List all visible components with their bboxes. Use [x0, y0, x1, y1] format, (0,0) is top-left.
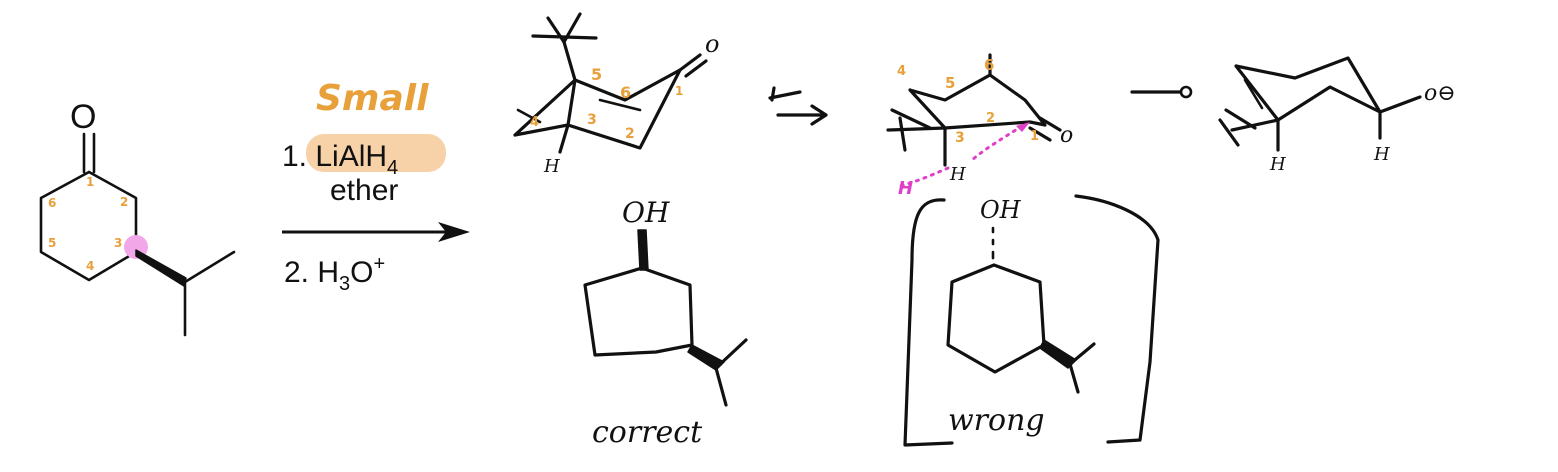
- correct-caption: correct: [592, 415, 703, 450]
- wrong-ring: [946, 263, 1046, 374]
- chair2-num-4: 4: [897, 64, 906, 79]
- reagent-step2: 2. H3O+: [284, 253, 385, 295]
- wrong-caption: wrong: [948, 403, 1045, 438]
- note-small: Small: [316, 78, 429, 119]
- pink-dashed-attack: [968, 124, 1024, 164]
- chair2-num-1: 1: [1030, 129, 1039, 144]
- chair1-num-2: 2: [625, 126, 635, 142]
- reactant-ring: [39, 170, 138, 282]
- alkoxide-hydrogen-left: H: [1269, 154, 1286, 175]
- alkoxide-hydrogen-right: H: [1373, 144, 1390, 165]
- correct-ring: [583, 266, 694, 357]
- chair2-num-2: 2: [986, 111, 995, 126]
- chair1-num-6: 6: [620, 83, 631, 102]
- reagent-step1: 1. LiAlH4: [282, 140, 398, 179]
- chair2-num-3: 3: [955, 130, 965, 146]
- correct-oh: OH: [622, 196, 670, 229]
- chair1-oxygen: o: [705, 30, 719, 58]
- wrong-oh: OH: [980, 196, 1022, 224]
- wrong-wedge-bond: [1039, 339, 1077, 369]
- reaction-conditions: Small 1. LiAlH4 ether 2. H3O+: [282, 78, 470, 295]
- chair2-num-5: 5: [945, 74, 955, 92]
- reactant-carbonyl-oxygen: O: [70, 98, 96, 136]
- alkoxide-oxygen: o⊖: [1424, 81, 1456, 106]
- chair2-oxygen: o: [1060, 123, 1073, 148]
- chair2-pink-hydrogen: H: [898, 178, 913, 199]
- chair2-hydrogen: H: [949, 164, 966, 185]
- reactant-num-5: 5: [48, 236, 56, 250]
- reactant-num-4: 4: [86, 259, 94, 273]
- chair1-num-4: 4: [530, 115, 539, 130]
- product-wrong: OH wrong: [903, 194, 1160, 447]
- reactant-molecule: O 1 2 3 4 5 6: [39, 98, 236, 337]
- chair1-num-5: 5: [591, 65, 602, 84]
- arrow-to-alkoxide: [1130, 85, 1193, 99]
- chair1-num-1: 1: [675, 84, 683, 98]
- reactant-num-2: 2: [120, 195, 128, 209]
- reactant-num-6: 6: [48, 196, 56, 210]
- alkoxide-intermediate: o⊖ H H: [1218, 56, 1456, 175]
- reagent-solvent: ether: [330, 174, 398, 207]
- reactant-num-3: 3: [114, 236, 122, 250]
- chair2-num-6: 6: [984, 56, 994, 74]
- chair-conformer-1: o H 1 2 3 4 5 6: [513, 12, 719, 177]
- reaction-arrow-head: [438, 222, 470, 242]
- chair-conformer-2: o H 1 2 3 4 5 6 H: [886, 53, 1073, 199]
- chair1-hydrogen: H: [543, 156, 560, 177]
- lialh4-highlight: [306, 134, 446, 172]
- reactant-wedge-bond: [135, 249, 187, 287]
- reactant-num-1: 1: [86, 175, 94, 189]
- product-correct: OH correct: [583, 196, 748, 450]
- equilibrium-arrows: [768, 86, 828, 126]
- chair1-num-3: 3: [587, 112, 597, 128]
